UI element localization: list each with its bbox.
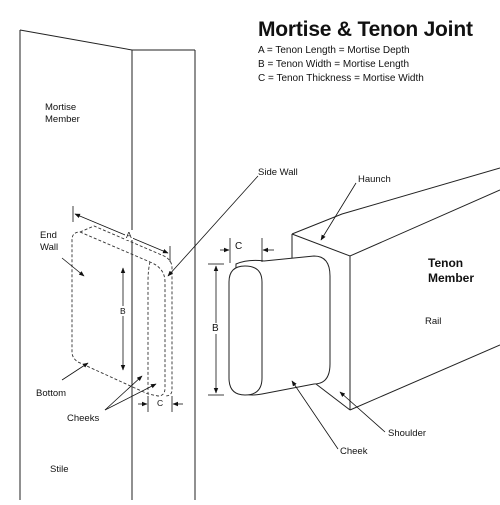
legend-item-b: B = Tenon Width = Mortise Length [258,59,410,70]
dimension-c-tenon [220,238,274,263]
dimension-c-tenon-label: C [234,241,244,252]
mortise-member-label: Mortise Member [45,102,80,125]
shoulder-label: Shoulder [388,428,427,439]
tenon-body [228,255,331,396]
dimension-a-label: A [125,230,133,240]
stile-body [19,29,196,500]
tenon-leaders [291,182,386,450]
tenon-member-label: Tenon Member [428,256,475,285]
dimension-b-tenon-label: B [211,323,220,334]
end-wall-label: End Wall [40,230,59,253]
mortise-outline [71,225,173,397]
legend-item-c: C = Tenon Thickness = Mortise Width [258,73,424,84]
rail-body [291,167,500,411]
stile-label: Stile [50,464,69,475]
rail-label: Rail [425,316,442,327]
dimension-c-mortise [138,396,183,412]
mortise-leaders [61,175,259,411]
dimension-legend: A = Tenon Length = Mortise Depth B = Ten… [258,44,424,86]
haunch-label: Haunch [358,174,391,185]
legend-item-a: A = Tenon Length = Mortise Depth [258,45,410,56]
dimension-b-mortise-label: B [119,306,127,316]
diagram-title: Mortise & Tenon Joint [258,18,473,41]
dimension-c-mortise-label: C [156,398,165,408]
cheek-label: Cheek [340,446,368,457]
bottom-label: Bottom [36,388,67,399]
dimension-a [72,206,171,262]
cheeks-label: Cheeks [67,413,100,424]
side-wall-label: Side Wall [258,167,298,178]
